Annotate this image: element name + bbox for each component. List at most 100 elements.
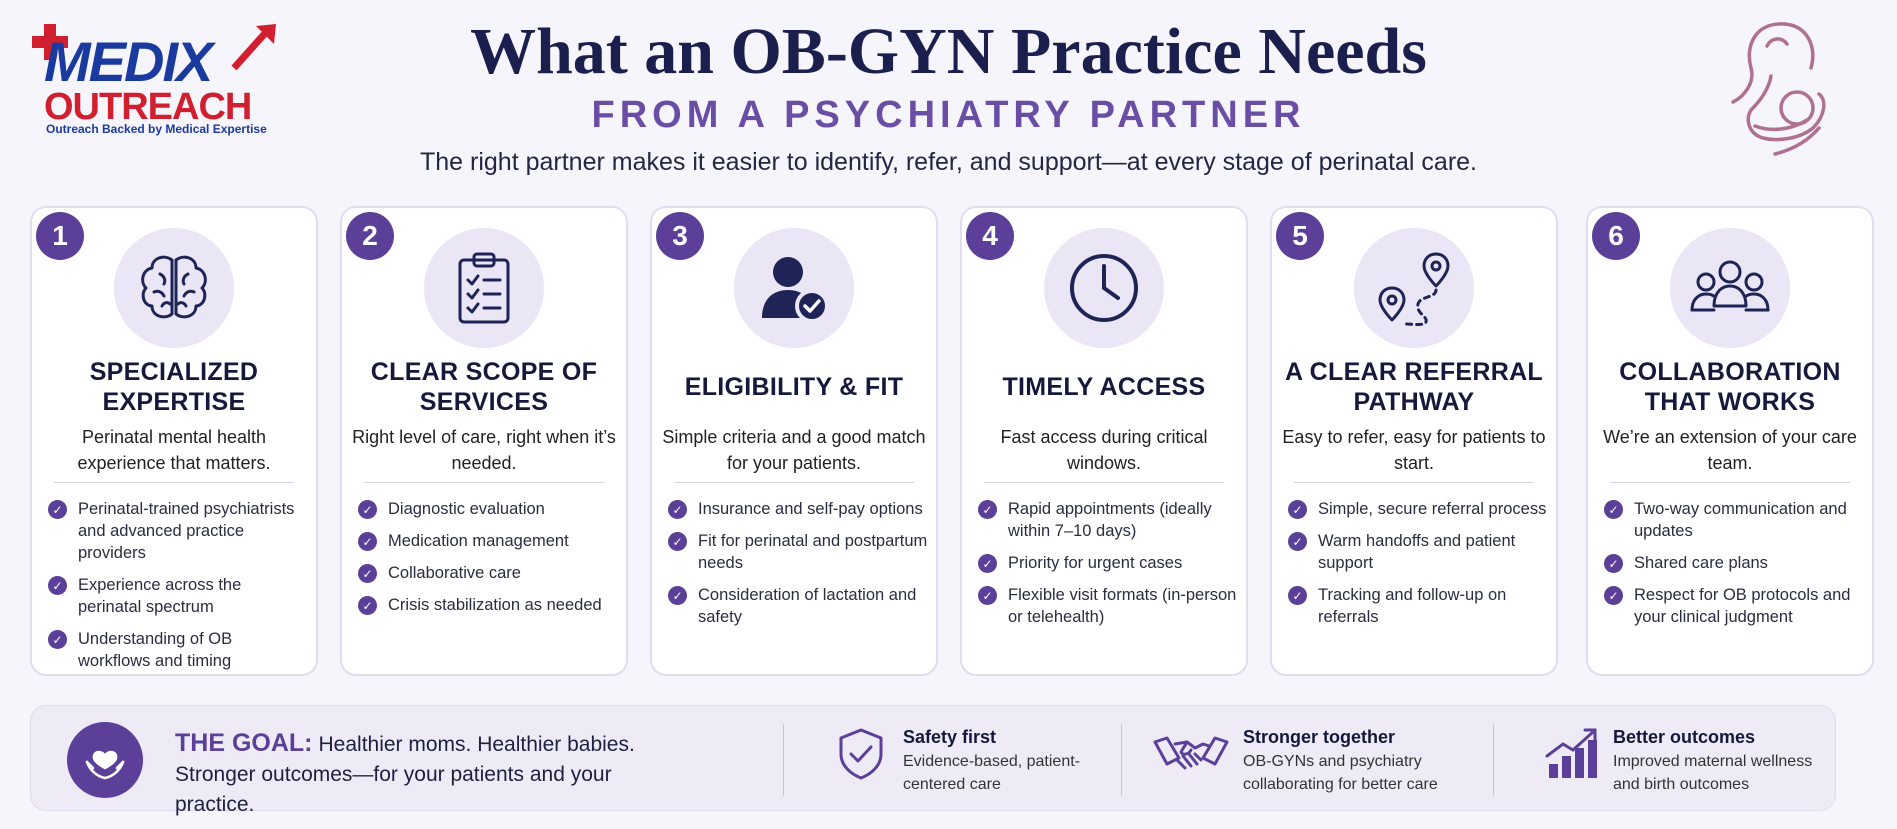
brain-icon [141,255,207,319]
card-specialized-expertise: 1 SPECIALIZED EXPERTISE Perinatal mental… [30,206,318,676]
card-title: TIMELY ACCESS [1002,373,1206,401]
card-number-badge: 6 [1592,212,1640,260]
card-collaboration: 6 COLLABORATION THAT WORKS We’re an exte… [1586,206,1874,676]
check-icon: ✓ [668,532,687,551]
card-clear-scope: 2 CLEAR SCOPE OF SERVICES Right level of… [340,206,628,676]
heart-hands-icon [85,750,125,780]
card-title: COLLABORATION THAT WORKS [1619,358,1841,416]
check-icon: ✓ [668,586,687,605]
card-number-badge: 4 [966,212,1014,260]
card-bullets: ✓Diagnostic evaluation ✓Medication manag… [358,498,618,626]
list-item: ✓Shared care plans [1604,552,1864,574]
card-subtitle: Fast access during critical windows. [1000,427,1208,473]
card-bullets: ✓Two-way communication and updates ✓Shar… [1604,498,1864,638]
card-divider [364,482,604,483]
card-icon-circle [1354,228,1474,348]
card-subtitle: Perinatal mental health experience that … [77,427,271,473]
card-title: ELIGIBILITY & FIT [684,373,904,401]
card-divider [1610,482,1850,483]
check-icon: ✓ [1604,500,1623,519]
feature-description: OB-GYNs and psychiatry collaborating for… [1243,753,1438,793]
card-title: CLEAR SCOPE OF SERVICES [370,358,598,416]
card-bullets: ✓Insurance and self-pay options ✓Fit for… [668,498,928,638]
card-icon-circle [1670,228,1790,348]
card-divider [54,482,294,483]
check-icon: ✓ [48,500,67,519]
card-title: SPECIALIZED EXPERTISE [89,358,259,416]
divider [1121,724,1122,796]
check-icon: ✓ [1604,586,1623,605]
card-number-badge: 3 [656,212,704,260]
check-icon: ✓ [668,500,687,519]
card-divider [984,482,1224,483]
card-icon-circle [114,228,234,348]
card-subtitle: Easy to refer, easy for patients to star… [1282,427,1546,473]
list-item: ✓Insurance and self-pay options [668,498,928,520]
feature-description: Evidence-based, patient-centered care [903,753,1080,793]
check-icon: ✓ [978,586,997,605]
check-icon: ✓ [978,500,997,519]
list-item: ✓Priority for urgent cases [978,552,1238,574]
goal-banner: THE GOAL:Healthier moms. Healthier babie… [30,705,1836,816]
check-icon: ✓ [358,596,377,615]
check-icon: ✓ [48,576,67,595]
brand-name-line1: MEDIX [44,30,213,93]
goal-statement: Healthier moms. Healthier babies. [318,733,635,756]
brand-name-line2: OUTREACH [44,86,252,128]
card-icon-circle [424,228,544,348]
goal-text: THE GOAL:Healthier moms. Healthier babie… [175,728,665,820]
page-lede: The right partner makes it easier to ide… [419,148,1478,176]
card-icon-circle [734,228,854,348]
check-icon: ✓ [1604,554,1623,573]
person-check-icon [762,257,829,323]
clipboard-checklist-icon [458,252,510,324]
list-item: ✓Crisis stabilization as needed [358,594,618,616]
list-item: ✓Fit for perinatal and postpartum needs [668,530,928,574]
route-pins-icon [1378,252,1450,326]
card-subtitle: Right level of care, right when it’s nee… [352,427,616,473]
list-item: ✓Tracking and follow-up on referrals [1288,584,1548,628]
list-item: ✓Understanding of OB workflows and timin… [48,628,308,672]
card-number-badge: 1 [36,212,84,260]
card-title: A CLEAR REFERRAL PATHWAY [1284,358,1544,416]
card-divider [674,482,914,483]
medical-cross-icon [32,24,68,60]
check-icon: ✓ [358,532,377,551]
feature-title: Better outcomes [1613,727,1756,747]
list-item: ✓Medication management [358,530,618,552]
card-bullets: ✓Simple, secure referral process ✓Warm h… [1288,498,1548,638]
mother-baby-icon [1731,22,1826,156]
list-item: ✓Collaborative care [358,562,618,584]
check-icon: ✓ [1288,586,1307,605]
list-item: ✓Diagnostic evaluation [358,498,618,520]
card-eligibility-fit: 3 ELIGIBILITY & FIT Simple criteria and … [650,206,938,676]
list-item: ✓Warm handoffs and patient support [1288,530,1548,574]
card-icon-circle [1044,228,1164,348]
brand-tagline: Outreach Backed by Medical Expertise [46,122,267,136]
page-subtitle: FROM A PSYCHIATRY PARTNER [591,94,1306,136]
card-referral-pathway: 5 A CLEAR REFERRAL PATHWAY Easy to refer… [1270,206,1558,676]
check-icon: ✓ [1288,500,1307,519]
card-number-badge: 5 [1276,212,1324,260]
divider [783,724,784,796]
divider [1493,724,1494,796]
feature-description: Improved maternal wellness and birth out… [1613,753,1813,793]
check-icon: ✓ [48,630,67,649]
shield-check-icon [839,728,883,780]
page-title: What an OB-GYN Practice Needs [470,15,1427,88]
list-item: ✓Experience across the perinatal spectru… [48,574,308,618]
feature-title: Stronger together [1243,727,1396,747]
card-bullets: ✓Perinatal-trained psychiatrists and adv… [48,498,308,682]
list-item: ✓Rapid appointments (ideally within 7–10… [978,498,1238,542]
clock-icon [1070,254,1138,322]
list-item: ✓Respect for OB protocols and your clini… [1604,584,1864,628]
list-item: ✓Perinatal-trained psychiatrists and adv… [48,498,308,564]
goal-icon-circle [67,722,143,798]
card-subtitle: We’re an extension of your care team. [1603,427,1857,473]
team-icon [1690,260,1770,312]
card-bullets: ✓Rapid appointments (ideally within 7–10… [978,498,1238,638]
goal-label: THE GOAL: [175,729,313,757]
feature-title: Safety first [903,727,997,747]
card-subtitle: Simple criteria and a good match for you… [662,427,926,473]
card-timely-access: 4 TIMELY ACCESS Fast access during criti… [960,206,1248,676]
